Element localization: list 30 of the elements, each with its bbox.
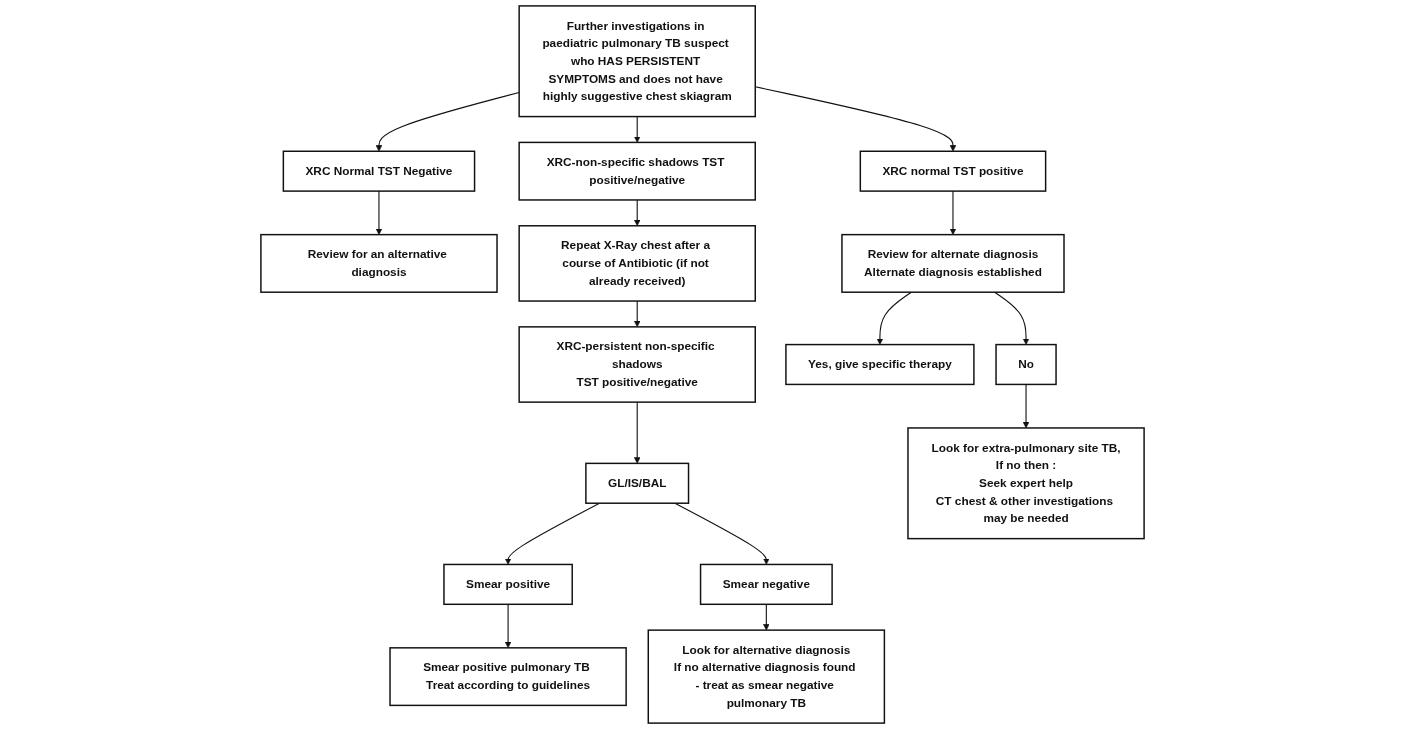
arrow — [504, 502, 601, 565]
node-box: Look for extra-pulmonary site TB, If no then : Seek expert help CT chest & other investigations may be needed — [907, 427, 1145, 540]
arrow — [994, 291, 1030, 345]
arrow — [949, 190, 957, 235]
arrow — [876, 291, 912, 345]
node-box: XRC normal TST positive — [859, 150, 1047, 192]
node-box: Smear negative — [699, 563, 833, 606]
arrow — [674, 502, 770, 565]
arrow — [633, 116, 641, 143]
node-box: Smear positive pulmonary TB Treat according to guidelines — [389, 647, 627, 707]
node-box: Further investigations in paediatric pulmonary TB suspect who HAS PERSISTENT SYMPTOMS and does not have highly suggestive chest skiagram — [518, 5, 756, 118]
node-box: XRC-non-specific shadows TST positive/negative — [518, 141, 756, 201]
node-box: Review for alternate diagnosis Alternate diagnosis established — [841, 233, 1065, 293]
arrow — [633, 300, 641, 328]
node-box: XRC-persistent non-specific shadows TST positive/negative — [518, 326, 756, 403]
arrow — [763, 603, 770, 631]
node-box: Smear positive — [443, 563, 573, 606]
node-box: Yes, give specific therapy — [785, 343, 975, 386]
arrow — [375, 91, 520, 152]
arrow — [504, 603, 512, 649]
node-box: GL/IS/BAL — [585, 462, 690, 504]
node-box: XRC Normal TST Negative — [282, 150, 476, 192]
arrow — [633, 199, 641, 227]
node-box: Repeat X-Ray chest after a course of Antibiotic (if not already received) — [518, 225, 756, 302]
arrow — [375, 190, 383, 235]
node-box: No — [995, 343, 1057, 386]
arrow — [633, 401, 641, 464]
node-box: Review for an alternative diagnosis — [260, 233, 498, 293]
arrow — [1022, 383, 1030, 429]
node-box: Look for alternative diagnosis If no alternative diagnosis found - treat as smear negative pulmonary TB — [647, 629, 886, 724]
